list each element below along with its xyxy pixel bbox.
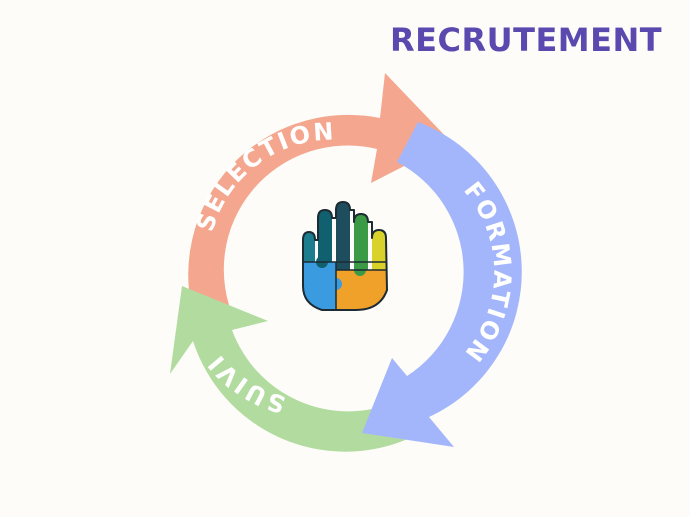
diagram-title: RECRUTEMENT xyxy=(390,21,663,59)
puzzle-hand-icon xyxy=(302,201,388,311)
formation-arrow xyxy=(362,122,522,447)
cycle-step-formation: FORMATION xyxy=(362,122,522,447)
selection-arrow xyxy=(188,73,451,335)
suivi-arrow xyxy=(170,286,410,452)
